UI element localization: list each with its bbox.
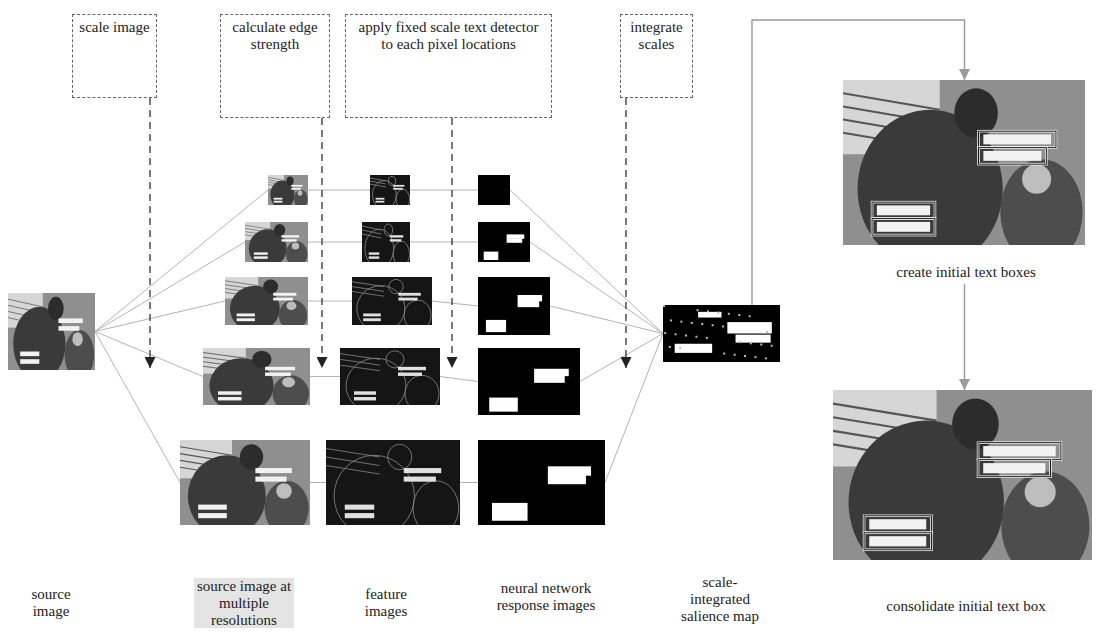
resolution-link bbox=[580, 334, 663, 382]
step-text: integrate scales bbox=[626, 19, 687, 54]
resolution-link bbox=[308, 301, 352, 302]
feature-image bbox=[362, 222, 410, 262]
step-text: scale image bbox=[78, 19, 151, 36]
resolution-link bbox=[310, 482, 326, 483]
scaled-image bbox=[245, 222, 308, 262]
resolution-link bbox=[460, 482, 478, 483]
column-caption: neural network response images bbox=[494, 580, 598, 614]
photo-with-text-boxes bbox=[843, 80, 1085, 245]
image-caption: scale-integrated salience map bbox=[674, 574, 766, 624]
scaled-image bbox=[180, 440, 310, 525]
response-image bbox=[478, 348, 580, 415]
dashed-step-box: calculate edge strength bbox=[220, 14, 330, 118]
response-image bbox=[478, 440, 605, 525]
dashed-step-arrow bbox=[321, 118, 322, 368]
feature-image bbox=[370, 175, 410, 205]
column-caption: feature images bbox=[350, 586, 422, 620]
response-image bbox=[478, 222, 530, 262]
feature-image bbox=[326, 440, 460, 525]
step-text: apply fixed scale text detector to each … bbox=[351, 19, 546, 54]
source-photo bbox=[8, 293, 95, 370]
resolution-link bbox=[410, 190, 478, 191]
image-node: scale-integrated salience map bbox=[663, 305, 780, 362]
resolution-link bbox=[310, 376, 340, 377]
dashed-step-arrow bbox=[625, 98, 626, 368]
resolution-link bbox=[308, 242, 362, 243]
image-node: source image bbox=[8, 293, 95, 370]
dashed-step-box: apply fixed scale text detector to each … bbox=[345, 14, 552, 118]
dashed-step-arrow bbox=[451, 118, 452, 368]
image-caption: source image bbox=[18, 586, 84, 620]
salience-map bbox=[663, 305, 780, 362]
resolution-link bbox=[410, 242, 478, 243]
photo-with-text-boxes bbox=[833, 390, 1092, 560]
response-image bbox=[478, 175, 510, 205]
dashed-step-arrow bbox=[149, 98, 150, 368]
resolution-link bbox=[95, 332, 203, 377]
resolution-link bbox=[95, 332, 180, 483]
scaled-image bbox=[225, 277, 308, 325]
flow-arrow bbox=[752, 20, 965, 305]
resolution-link bbox=[432, 301, 478, 306]
feature-image bbox=[340, 348, 440, 405]
feature-image bbox=[352, 277, 432, 325]
resolution-link bbox=[440, 377, 478, 382]
step-arrows bbox=[150, 98, 626, 368]
resolution-link bbox=[550, 306, 663, 334]
column-caption: source image at multiple resolutions bbox=[194, 578, 294, 628]
image-node: consolidate initial text box bbox=[833, 390, 1092, 560]
image-caption: create initial text boxes bbox=[846, 264, 1086, 281]
resolution-link bbox=[605, 334, 663, 483]
dashed-step-box: integrate scales bbox=[620, 14, 693, 98]
resolution-link bbox=[308, 190, 370, 191]
resolution-link bbox=[95, 242, 245, 332]
image-caption: consolidate initial text box bbox=[846, 598, 1086, 615]
dashed-step-box: scale image bbox=[72, 14, 157, 98]
flow-arrow bbox=[964, 284, 965, 390]
scaled-image bbox=[203, 348, 310, 405]
resolution-link bbox=[95, 301, 225, 332]
response-image bbox=[478, 277, 550, 335]
scaled-image bbox=[268, 175, 308, 205]
step-text: calculate edge strength bbox=[226, 19, 324, 54]
image-node: create initial text boxes bbox=[843, 80, 1085, 245]
resolution-links bbox=[95, 190, 663, 483]
